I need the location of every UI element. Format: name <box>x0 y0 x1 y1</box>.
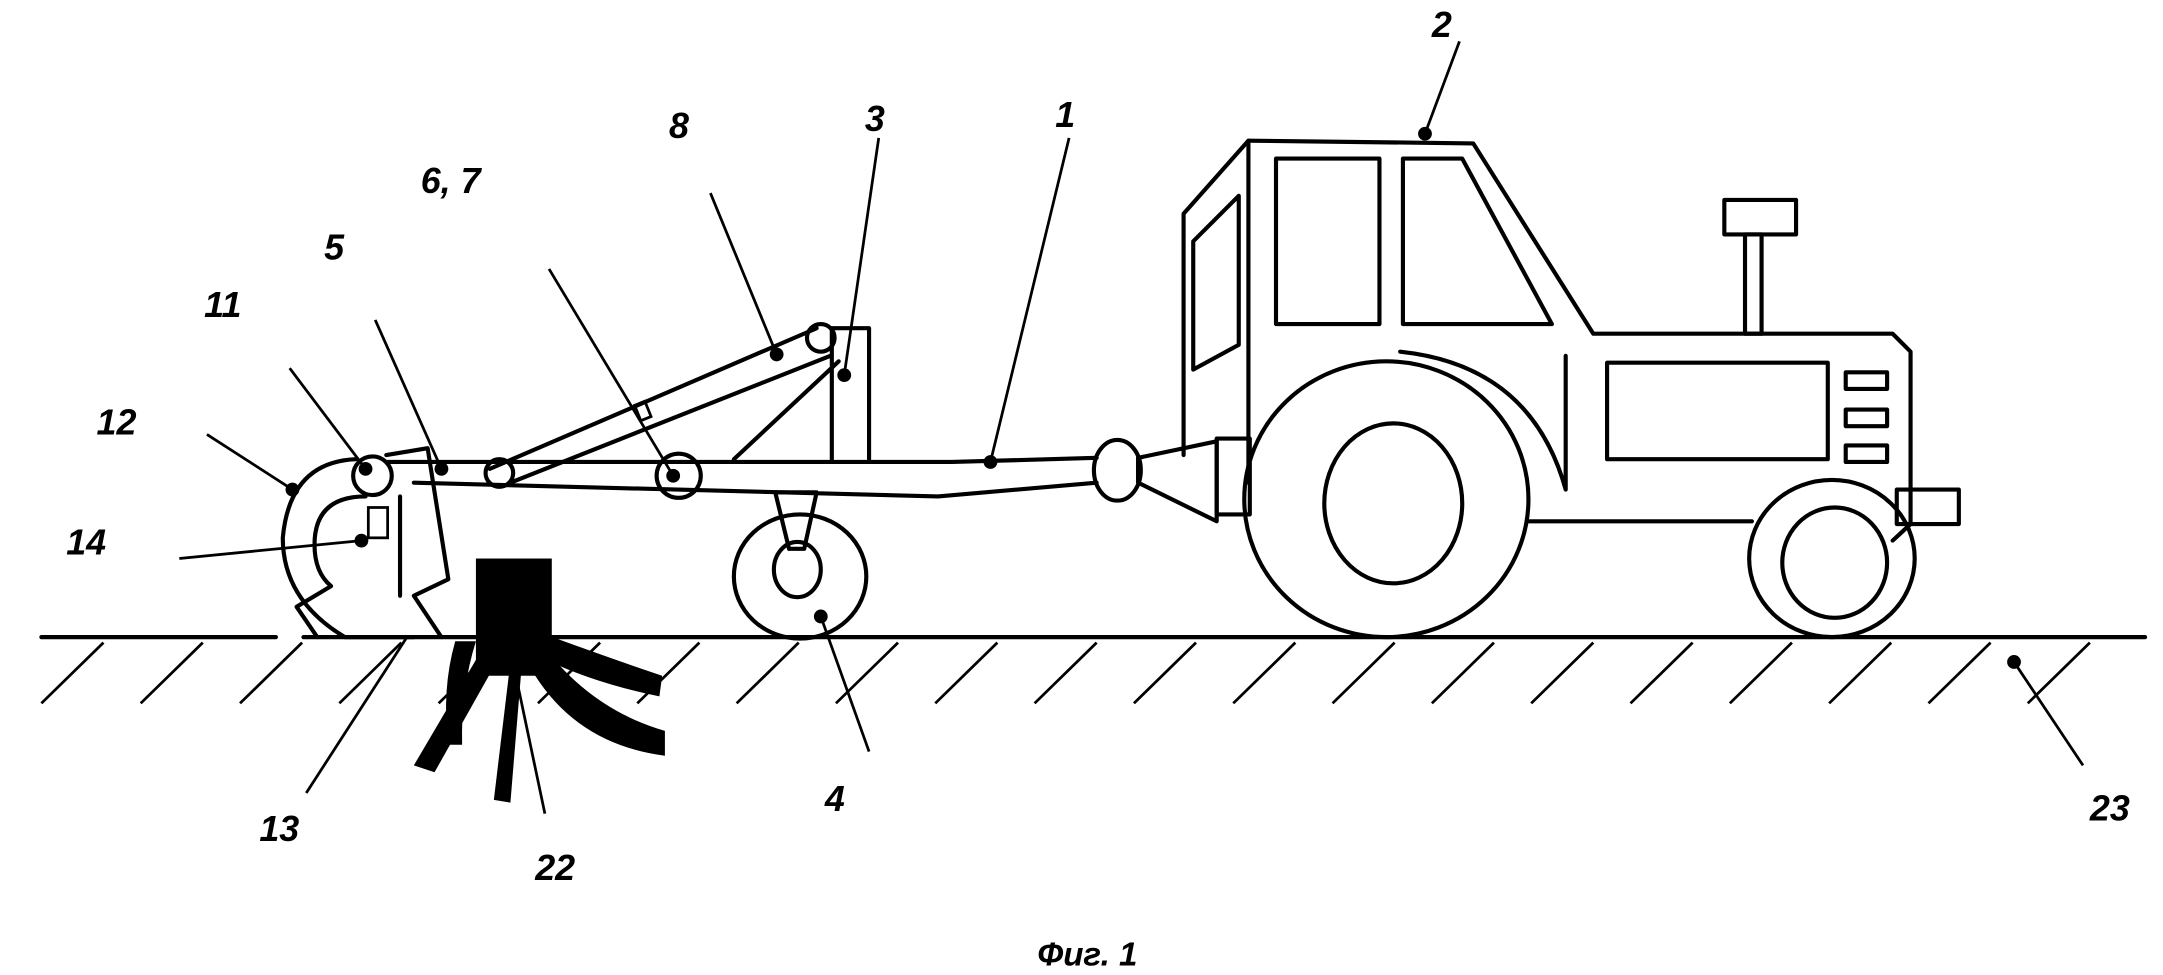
tractor <box>1094 141 1959 637</box>
ground-hatch-line <box>1928 643 1990 704</box>
label-14: 14 <box>66 522 106 562</box>
ground-hatch-line <box>41 643 103 704</box>
ground-hatch-line <box>1134 643 1196 704</box>
ground-hatch-line <box>1531 643 1593 704</box>
label-3: 3 <box>865 99 885 139</box>
front-wheel <box>1749 480 1915 637</box>
ground <box>41 637 2145 703</box>
label-8: 8 <box>669 106 689 146</box>
label-2: 2 <box>1431 5 1452 45</box>
ground-hatch-line <box>141 643 203 704</box>
figure-caption: Фиг. 1 <box>1037 936 1137 973</box>
label-12: 12 <box>97 402 137 442</box>
label-6-7: 6, 7 <box>421 161 483 201</box>
ground-hatch-line <box>1730 643 1792 704</box>
label-22: 22 <box>534 848 575 888</box>
implement <box>283 324 1097 803</box>
label-5: 5 <box>324 227 345 267</box>
ground-hatch-line <box>1035 643 1097 704</box>
ground-hatch-line <box>935 643 997 704</box>
ground-hatch-line <box>240 643 302 704</box>
ground-hatch-line <box>1631 643 1693 704</box>
ground-hatch-line <box>836 643 898 704</box>
label-4: 4 <box>824 779 845 819</box>
ground-hatch-line <box>1829 643 1891 704</box>
label-13: 13 <box>259 809 299 849</box>
ground-hatch-line <box>737 643 799 704</box>
ground-hatch-line <box>1432 643 1494 704</box>
label-1: 1 <box>1055 95 1075 135</box>
stump <box>414 559 665 803</box>
label-23: 23 <box>2089 789 2130 829</box>
rear-wheel <box>1244 361 1528 637</box>
label-11: 11 <box>204 285 241 325</box>
ground-hatch-line <box>1333 643 1395 704</box>
ground-hatch-line <box>1233 643 1295 704</box>
support-wheel <box>734 492 866 638</box>
